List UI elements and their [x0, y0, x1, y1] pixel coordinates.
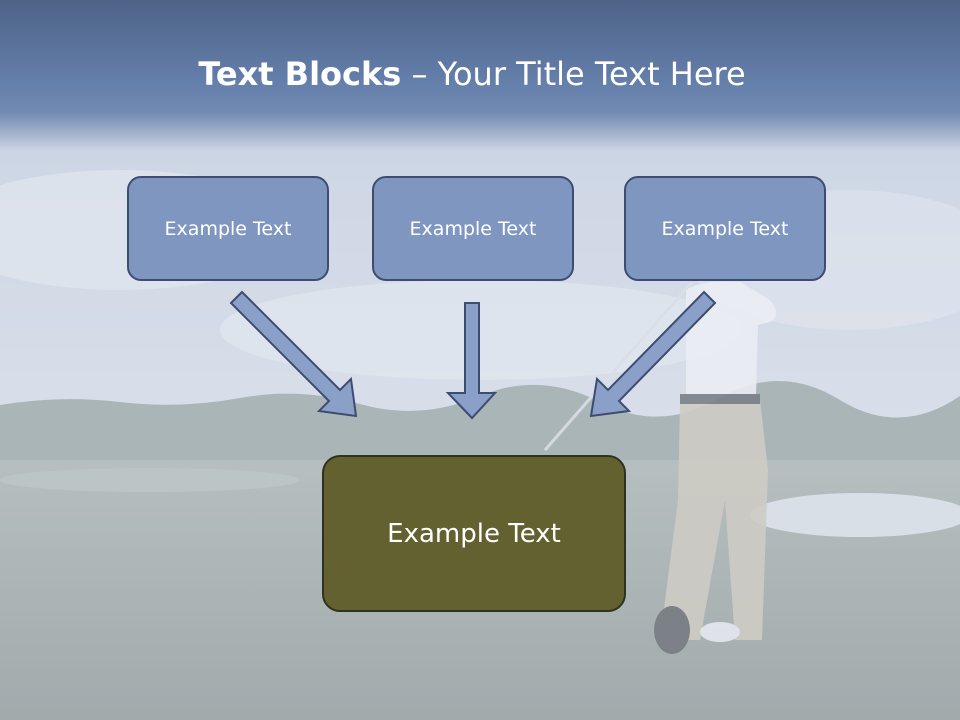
text-block-center-label: Example Text	[387, 518, 561, 549]
text-block-left[interactable]: Example Text	[127, 176, 329, 281]
text-block-right-label: Example Text	[661, 217, 789, 240]
slide-title: Text Blocks – Your Title Text Here	[0, 54, 944, 94]
title-rest: Your Title Text Here	[437, 55, 746, 93]
title-band	[0, 0, 960, 150]
text-block-middle-label: Example Text	[409, 217, 537, 240]
text-block-middle[interactable]: Example Text	[372, 176, 574, 281]
text-block-left-label: Example Text	[164, 217, 292, 240]
title-dash: –	[401, 55, 438, 93]
title-bold: Text Blocks	[198, 55, 402, 93]
text-block-right[interactable]: Example Text	[624, 176, 826, 281]
text-block-center[interactable]: Example Text	[322, 455, 626, 612]
